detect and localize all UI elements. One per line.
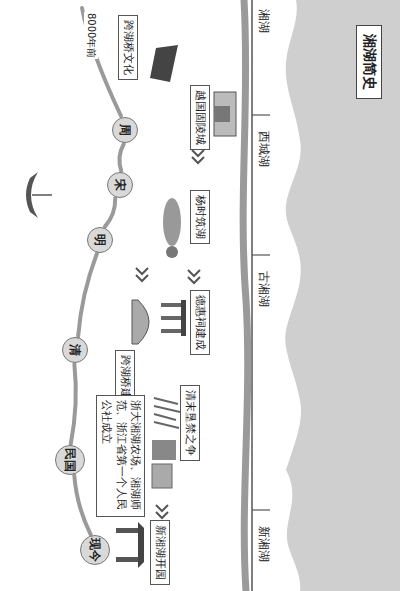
event-text: 浙大湘湖农场、湘湖师范、浙江省第一个人民公社成立 [100,400,142,510]
lake-name: 西城湖 [255,130,272,168]
event-text: 清末垦禁之争 [184,390,197,456]
era-text: 周 [117,124,134,136]
event-box: 清末垦禁之争 [180,385,200,461]
lake-name: 湘湖 [255,8,272,34]
event-text: 跨湖桥文化 [122,20,135,75]
tick [252,254,270,255]
tick [252,114,270,115]
timeline-band [82,8,121,116]
era-text: 明 [92,234,109,246]
era-text: 现今 [87,538,104,562]
gate-roof [138,522,144,568]
canoe-icon [150,45,178,82]
chevron [192,150,204,163]
shrine-roof [181,300,186,336]
lake-line [251,0,253,591]
event-box: 新湘湖开园 [150,520,170,585]
event-box: 跨湖桥文化 [118,15,138,80]
reeds-icon [154,398,180,428]
era-circle: 清 [62,337,88,363]
event-box: 越国固陵城 [190,85,210,150]
timeline-connector [71,364,76,444]
era-circle: 明 [87,227,113,253]
lake-name: 新湘湖 [255,525,272,563]
chevron [156,505,168,518]
event-text: 新湘湖开园 [154,525,167,580]
statue-icon [163,198,181,246]
gate-post [116,557,138,562]
mountains [285,0,400,591]
tick [252,509,270,510]
wall-icon [214,92,236,136]
timeline-connector [74,475,90,534]
title: 湘湖简史 [356,25,382,99]
gate-post [116,528,138,533]
event-text: 德惠祠建成 [194,295,207,350]
era-circle: 现今 [80,535,110,565]
gate-icon [214,106,230,122]
building-icon [152,440,176,460]
date-label: 8000年前 [84,12,98,59]
event-box: 杨时筑湖 [190,190,210,244]
era-text: 宋 [112,179,129,191]
era-circle: 宋 [107,172,133,198]
event-box: 浙大湘湖农场、湘湖师范、浙江省第一个人民公社成立 [96,395,145,517]
era-text: 清 [67,344,84,356]
chevron [136,268,148,281]
event-box: 德惠祠建成 [190,290,210,355]
era-text: 民国 [62,448,79,472]
timeline-connector [119,144,123,171]
chevron [188,270,200,283]
shrine-pillar [161,316,181,320]
era-circle: 周 [112,117,138,143]
shrine-pillar [161,303,181,307]
timeline-connector [105,198,115,227]
timeline-connector [78,254,97,337]
bridge-icon [132,300,149,344]
building-icon [152,464,172,488]
event-text: 杨时筑湖 [194,195,207,239]
lake-name: 古湘湖 [255,270,272,308]
shore-band [243,0,248,591]
shrine-pillar [161,329,181,333]
statue-head [166,246,178,258]
boat-mast [32,194,52,196]
era-circle: 民国 [55,445,85,475]
event-text: 越国固陵城 [194,90,207,145]
